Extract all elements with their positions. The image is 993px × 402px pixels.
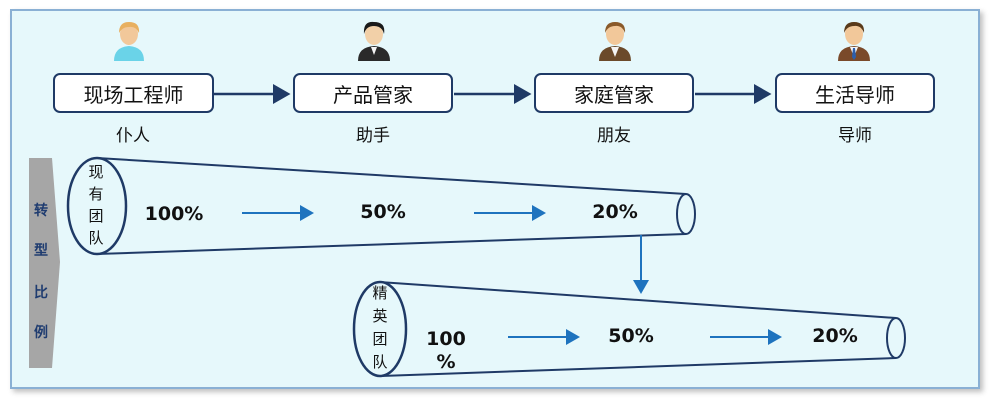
team-label-char: 精	[372, 284, 388, 302]
percentage-label: 20%	[592, 201, 638, 223]
side-label-char: 转	[34, 203, 48, 219]
person-male-suit-icon	[599, 22, 631, 61]
percentage-label: 20%	[812, 325, 858, 347]
person-male-tie-icon	[838, 22, 870, 61]
percentage-label: 50%	[360, 201, 406, 223]
relation-label: 助手	[356, 126, 390, 146]
role-box-product-steward: 产品管家	[293, 73, 453, 113]
team-label-char: 团	[372, 330, 388, 348]
relation-label: 导师	[838, 126, 872, 146]
role-box-field-engineer: 现场工程师	[53, 73, 214, 113]
team-label-char: 英	[372, 307, 388, 325]
percentage-label: %	[436, 351, 456, 373]
role-box-household-steward: 家庭管家	[534, 73, 694, 113]
funnel-elite-team	[352, 280, 906, 378]
role-box-life-mentor: 生活导师	[775, 73, 935, 113]
percentage-label: 100%	[144, 203, 204, 225]
diagram-panel	[10, 9, 980, 389]
funnel-existing-team	[66, 156, 696, 256]
relation-label: 仆人	[116, 126, 150, 146]
person-female-icon	[114, 22, 144, 61]
percentage-label: 50%	[608, 325, 654, 347]
team-label-char: 有	[88, 185, 104, 203]
person-male-dark-icon	[358, 21, 390, 61]
team-label-char: 团	[88, 207, 104, 225]
side-label-char: 例	[34, 325, 48, 341]
side-label-char: 型	[34, 243, 48, 259]
side-arrow	[29, 158, 60, 368]
side-label-char: 比	[34, 285, 48, 301]
percentage-label: 100	[426, 328, 466, 350]
team-label-char: 队	[88, 229, 104, 247]
relation-label: 朋友	[597, 126, 631, 146]
team-label-char: 队	[372, 353, 388, 371]
team-label-char: 现	[88, 163, 104, 181]
